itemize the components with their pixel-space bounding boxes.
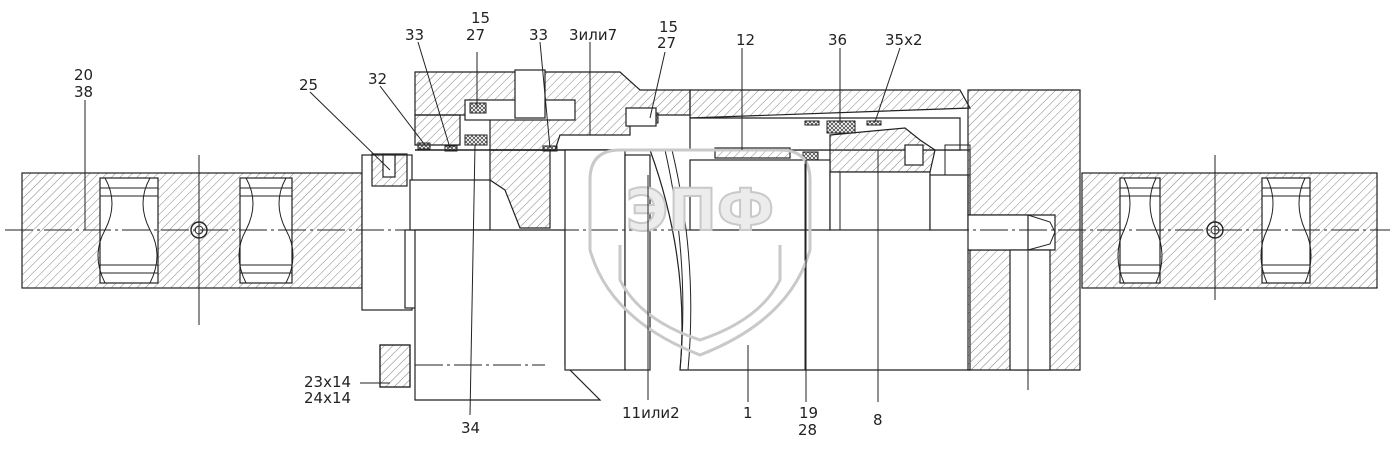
label-32: 32 [368, 70, 387, 88]
label-3: 3или7 [569, 26, 617, 44]
label-33b: 33 [529, 26, 548, 44]
label-1: 1 [743, 404, 753, 422]
cylinder-tube [689, 89, 972, 173]
right-trunnion [1081, 155, 1378, 300]
label-27a: 27 [466, 26, 485, 44]
label-15b: 15 [659, 18, 678, 36]
label-20: 20 [74, 66, 93, 84]
watermark-logo: ЭПФ [588, 148, 812, 357]
label-15a: 15 [471, 9, 490, 27]
gland-head [414, 69, 691, 229]
end-cap [967, 89, 1081, 390]
left-flange [361, 153, 491, 388]
labels: 20 38 25 32 33 15 27 33 3или7 15 27 12 3… [74, 9, 923, 439]
label-34: 34 [461, 419, 480, 437]
label-36: 36 [828, 31, 847, 49]
label-8: 8 [873, 411, 883, 429]
label-25: 25 [299, 76, 318, 94]
label-28: 28 [798, 421, 817, 439]
label-24: 24х14 [304, 389, 351, 407]
label-33a: 33 [405, 26, 424, 44]
label-35: 35х2 [885, 31, 923, 49]
leader-lines [84, 41, 901, 416]
watermark-text: ЭПФ [626, 176, 775, 244]
label-38: 38 [74, 83, 93, 101]
label-27b: 27 [657, 34, 676, 52]
piston [689, 144, 971, 370]
label-11: 11или2 [622, 404, 680, 422]
left-trunnion [21, 155, 363, 325]
label-23: 23х14 [304, 373, 351, 391]
label-19: 19 [799, 404, 818, 422]
label-12: 12 [736, 31, 755, 49]
